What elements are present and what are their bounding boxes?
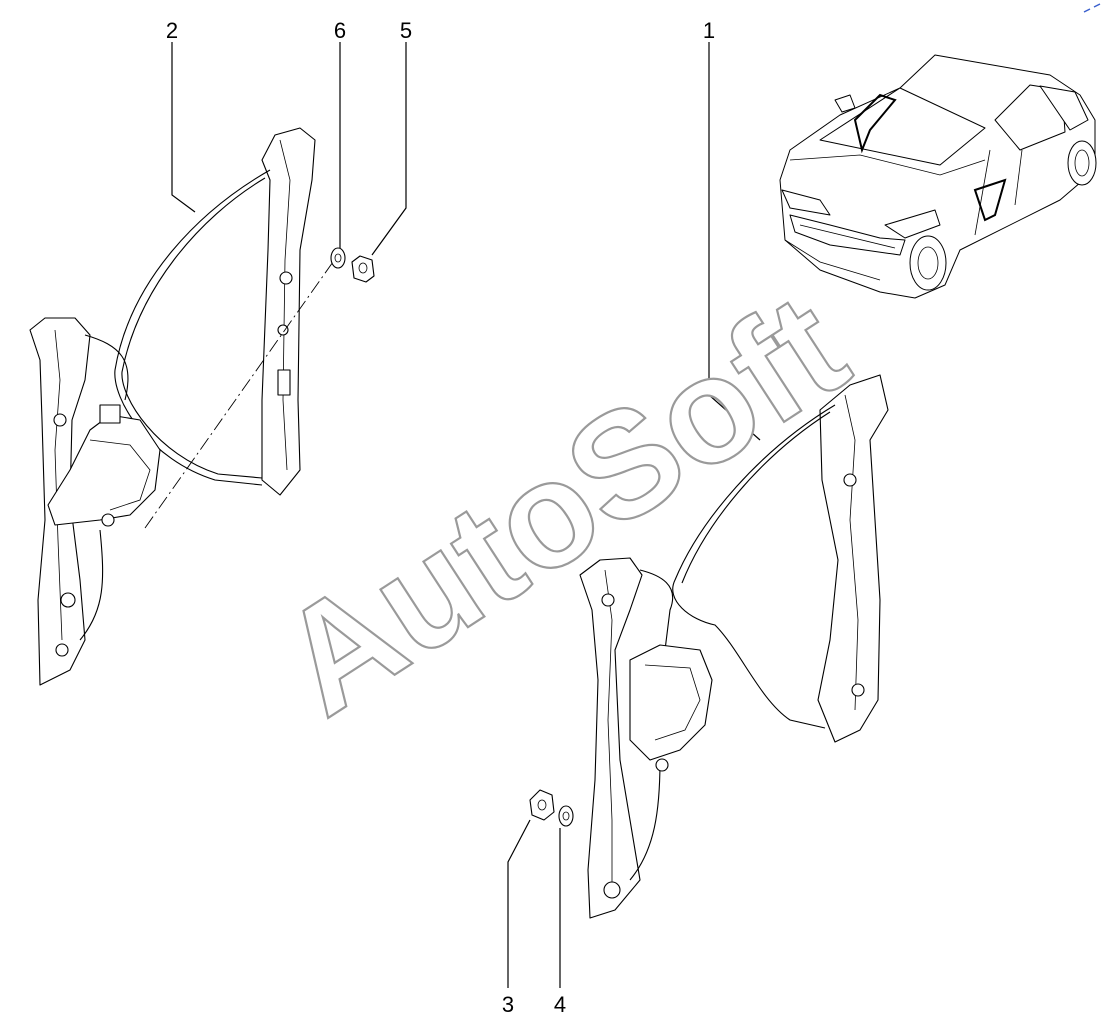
washer-part-4: [558, 805, 574, 827]
nut-part-3: [529, 789, 555, 821]
washer-part-6: [330, 247, 346, 269]
leader-line-1: [708, 42, 761, 441]
corner-mark-icon: [1083, 3, 1101, 13]
mounting-centerline-left: [144, 251, 341, 529]
leader-line-2: [171, 42, 196, 213]
callout-2: 2: [166, 18, 178, 43]
callout-4: 4: [554, 992, 566, 1017]
nut-part-5: [351, 255, 375, 283]
window-regulator-right: [579, 374, 889, 919]
callout-5: 5: [400, 18, 412, 43]
leader-line-5: [371, 42, 407, 256]
watermark-text: AutoSoft: [251, 261, 873, 747]
window-regulator-left: [29, 127, 316, 686]
callout-3: 3: [502, 992, 514, 1017]
callout-6: 6: [334, 18, 346, 43]
leader-line-3: [507, 819, 531, 988]
callout-1: 1: [703, 18, 715, 43]
reference-car-illustration: [779, 54, 1097, 299]
